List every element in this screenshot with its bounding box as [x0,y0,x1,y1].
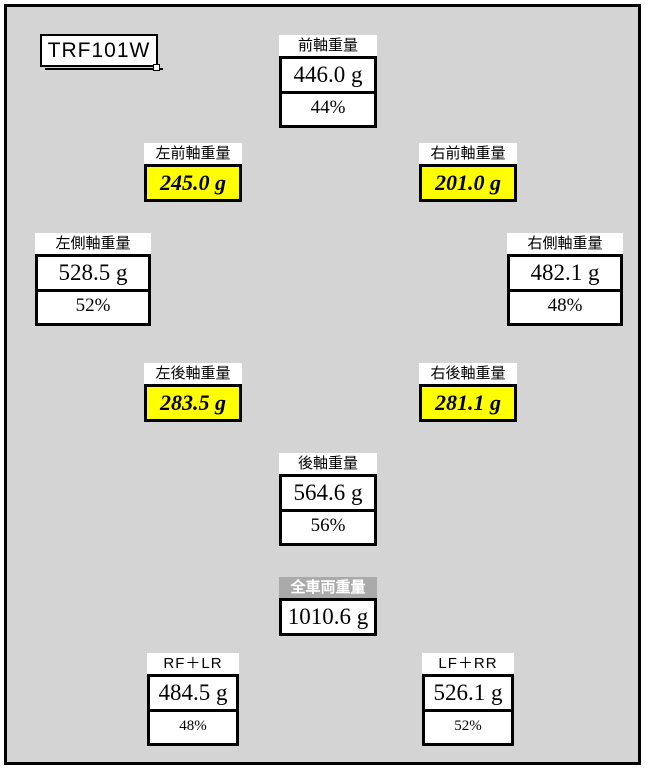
cross-lf-rr-value: 526.1 g [422,674,514,712]
left-side-axle-value: 528.5 g [35,254,151,292]
device-id-shadow [45,68,163,70]
left-side-axle-group: 左側軸重量 528.5 g 52% [35,233,151,326]
right-front-axle-group: 右前軸重量 201.0 g [419,143,517,202]
cross-rf-lr-group: RF＋LR 484.5 g 48% [147,653,239,746]
rear-axle-caption: 後軸重量 [279,453,377,474]
right-front-axle-value: 201.0 g [419,164,517,202]
cross-lf-rr-caption: LF＋RR [422,653,514,674]
right-rear-axle-caption: 右後軸重量 [419,363,517,384]
total-vehicle-value: 1010.6 g [279,598,377,636]
cross-lf-rr-group: LF＋RR 526.1 g 52% [422,653,514,746]
left-rear-axle-group: 左後軸重量 283.5 g [144,363,242,422]
rear-axle-group: 後軸重量 564.6 g 56% [279,453,377,546]
right-side-axle-group: 右側軸重量 482.1 g 48% [507,233,623,326]
left-front-axle-group: 左前軸重量 245.0 g [144,143,242,202]
left-front-axle-value: 245.0 g [144,164,242,202]
device-id-field[interactable]: TRF101W [40,34,158,67]
scale-readout-panel: TRF101W 前軸重量 446.0 g 44% 左前軸重量 245.0 g 右… [4,4,641,765]
right-side-axle-value: 482.1 g [507,254,623,292]
left-front-axle-caption: 左前軸重量 [144,143,242,164]
front-axle-group: 前軸重量 446.0 g 44% [279,35,377,128]
left-rear-axle-value: 283.5 g [144,384,242,422]
cross-rf-lr-percent: 48% [147,712,239,746]
cross-rf-lr-value: 484.5 g [147,674,239,712]
right-rear-axle-group: 右後軸重量 281.1 g [419,363,517,422]
front-axle-caption: 前軸重量 [279,35,377,56]
front-axle-value: 446.0 g [279,56,377,94]
rear-axle-value: 564.6 g [279,474,377,512]
right-side-axle-caption: 右側軸重量 [507,233,623,254]
right-rear-axle-value: 281.1 g [419,384,517,422]
cross-lf-rr-percent: 52% [422,712,514,746]
rear-axle-percent: 56% [279,512,377,546]
right-side-axle-percent: 48% [507,292,623,326]
right-front-axle-caption: 右前軸重量 [419,143,517,164]
cross-rf-lr-caption: RF＋LR [147,653,239,674]
left-side-axle-percent: 52% [35,292,151,326]
left-rear-axle-caption: 左後軸重量 [144,363,242,384]
left-side-axle-caption: 左側軸重量 [35,233,151,254]
total-vehicle-group: 全車両重量 1010.6 g [279,577,377,636]
total-vehicle-caption: 全車両重量 [279,577,377,598]
front-axle-percent: 44% [279,94,377,128]
resize-handle[interactable] [153,64,160,71]
